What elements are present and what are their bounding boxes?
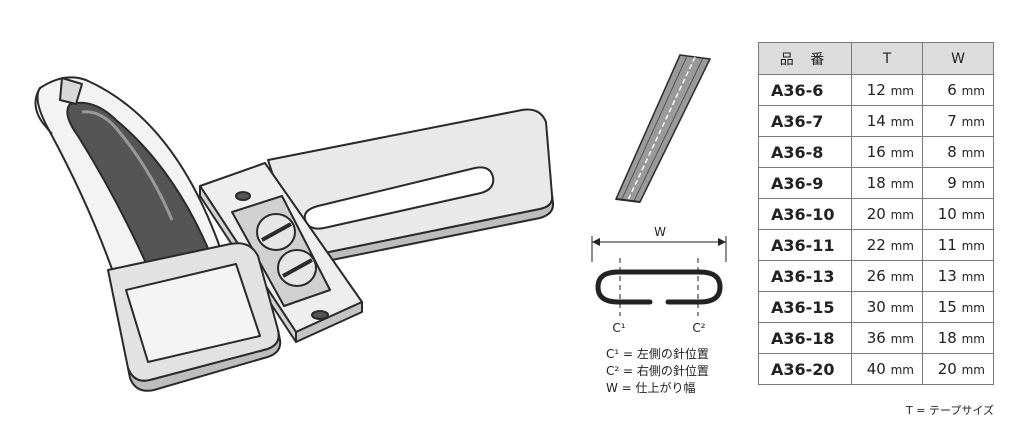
w-value: 15	[937, 298, 957, 316]
t-value: 18	[866, 174, 886, 192]
unit-label: mm	[890, 146, 914, 160]
t-value-cell: 36 mm	[851, 322, 923, 354]
t-value-cell: 26 mm	[851, 260, 923, 292]
unit-label: mm	[961, 239, 985, 253]
t-value-cell: 12 mm	[851, 74, 923, 106]
t-value: 26	[866, 267, 886, 285]
part-number-cell: A36-10	[758, 198, 852, 230]
folded-tape-section	[595, 269, 723, 305]
t-value: 36	[866, 329, 886, 347]
unit-label: mm	[961, 363, 985, 377]
table-header-row: 品 番 T W	[758, 42, 994, 75]
t-value: 14	[866, 112, 886, 130]
legend-c2: C² = 右側の針位置	[606, 364, 709, 378]
t-value: 40	[866, 360, 886, 378]
t-value-cell: 30 mm	[851, 291, 923, 323]
tape-illustration	[614, 54, 712, 203]
unit-label: mm	[961, 177, 985, 191]
w-value-cell: 11 mm	[922, 229, 994, 261]
t-value-cell: 14 mm	[851, 105, 923, 137]
w-value: 20	[937, 360, 957, 378]
unit-label: mm	[961, 208, 985, 222]
part-number-cell: A36-9	[758, 167, 852, 199]
unit-label: mm	[961, 115, 985, 129]
legend-w: W = 仕上がり幅	[606, 381, 696, 395]
part-number-cell: A36-13	[758, 260, 852, 292]
w-value-cell: 9 mm	[922, 167, 994, 199]
w-value-cell: 18 mm	[922, 322, 994, 354]
t-value-cell: 20 mm	[851, 198, 923, 230]
unit-label: mm	[890, 332, 914, 346]
w-value-cell: 8 mm	[922, 136, 994, 168]
unit-label: mm	[890, 301, 914, 315]
w-value: 6	[947, 81, 957, 99]
unit-label: mm	[961, 332, 985, 346]
unit-label: mm	[890, 115, 914, 129]
legend: C¹ = 左側の針位置 C² = 右側の針位置 W = 仕上がり幅	[606, 346, 709, 397]
header-t: T	[851, 42, 923, 75]
t-value-cell: 40 mm	[851, 353, 923, 385]
tape-size-note: T = テープサイズ	[906, 404, 994, 417]
unit-label: mm	[961, 270, 985, 284]
w-value: 7	[947, 112, 957, 130]
t-value-cell: 22 mm	[851, 229, 923, 261]
w-value-cell: 6 mm	[922, 74, 994, 106]
c2-label: C²	[692, 321, 705, 335]
t-value: 16	[866, 143, 886, 161]
width-label: W	[654, 225, 666, 239]
part-number-cell: A36-7	[758, 105, 852, 137]
legend-c1: C¹ = 左側の針位置	[606, 347, 709, 361]
w-value-cell: 7 mm	[922, 105, 994, 137]
part-number-cell: A36-6	[758, 74, 852, 106]
w-value-cell: 20 mm	[922, 353, 994, 385]
unit-label: mm	[890, 363, 914, 377]
cross-section-diagram: W C¹ C²	[591, 225, 727, 335]
w-value-cell: 10 mm	[922, 198, 994, 230]
part-number-cell: A36-20	[758, 353, 852, 385]
binder-attachment-illustration	[34, 76, 555, 392]
unit-label: mm	[890, 239, 914, 253]
t-value: 20	[866, 205, 886, 223]
part-number-cell: A36-15	[758, 291, 852, 323]
w-value: 8	[947, 143, 957, 161]
unit-label: mm	[890, 270, 914, 284]
part-number-cell: A36-11	[758, 229, 852, 261]
w-value-cell: 13 mm	[922, 260, 994, 292]
unit-label: mm	[961, 146, 985, 160]
header-part-number: 品 番	[758, 42, 852, 75]
unit-label: mm	[961, 301, 985, 315]
unit-label: mm	[890, 177, 914, 191]
w-value: 10	[937, 205, 957, 223]
w-value: 13	[937, 267, 957, 285]
part-number-cell: A36-18	[758, 322, 852, 354]
unit-label: mm	[961, 84, 985, 98]
w-value-cell: 15 mm	[922, 291, 994, 323]
t-value: 12	[866, 81, 886, 99]
unit-label: mm	[890, 84, 914, 98]
t-value-cell: 18 mm	[851, 167, 923, 199]
t-value-cell: 16 mm	[851, 136, 923, 168]
c1-label: C¹	[612, 321, 625, 335]
header-w: W	[922, 42, 994, 75]
t-value: 22	[866, 236, 886, 254]
t-value: 30	[866, 298, 886, 316]
w-value: 9	[947, 174, 957, 192]
unit-label: mm	[890, 208, 914, 222]
w-value: 18	[937, 329, 957, 347]
w-value: 11	[937, 236, 957, 254]
part-number-cell: A36-8	[758, 136, 852, 168]
